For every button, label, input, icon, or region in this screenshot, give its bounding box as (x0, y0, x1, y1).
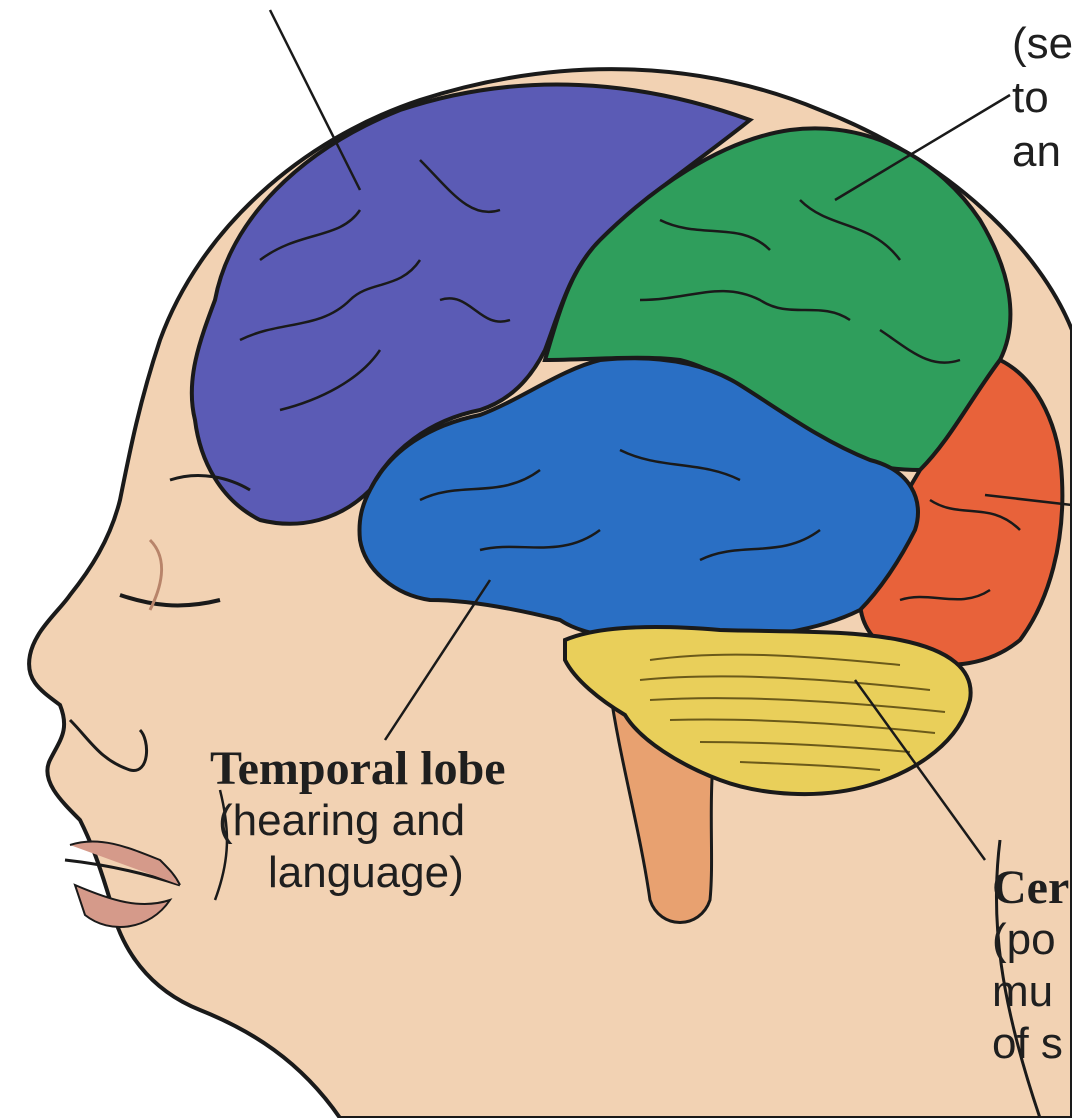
temporal-lobe-desc-line-2: language) (210, 847, 506, 899)
temporal-lobe-title: Temporal lobe (210, 743, 506, 795)
parietal-desc-line-3: an (1012, 126, 1072, 178)
cerebellum-desc-line-1: (po (992, 914, 1072, 966)
cerebellum-title-partial: Cer (992, 862, 1072, 914)
parietal-lobe-label-partial: (se to an (1012, 18, 1072, 178)
cerebellum-desc-line-3: of s (992, 1018, 1072, 1070)
temporal-lobe-desc-line-1: (hearing and (210, 795, 506, 847)
parietal-desc-line-2: to (1012, 72, 1072, 124)
cerebellum-desc-line-2: mu (992, 966, 1072, 1018)
parietal-desc-line-1: (se (1012, 18, 1072, 70)
temporal-lobe-label: Temporal lobe (hearing and language) (210, 743, 506, 899)
cerebellum-label-partial: Cer (po mu of s (992, 862, 1072, 1070)
